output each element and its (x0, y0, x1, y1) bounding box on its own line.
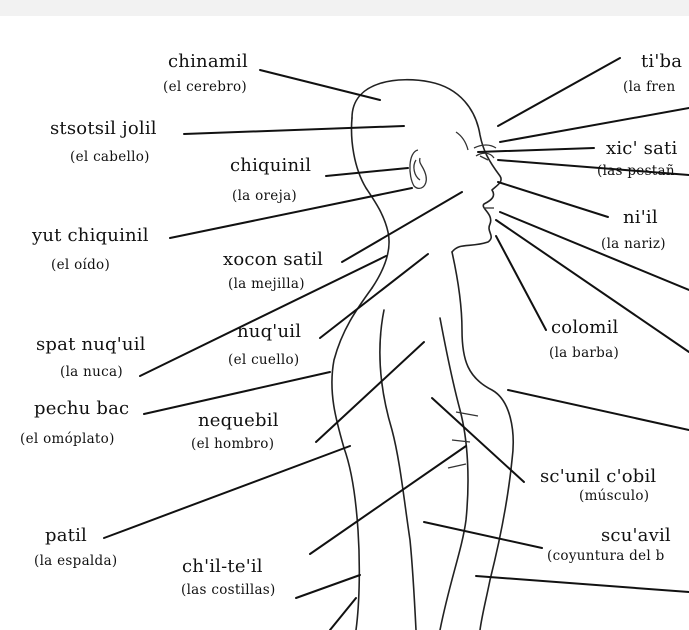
label-xic-gloss: (las pestañ (597, 163, 675, 179)
top-margin-band (0, 0, 689, 16)
pointer-nil (497, 181, 609, 218)
pointer-spat (139, 255, 387, 377)
pointer-scunil (431, 397, 525, 483)
arm-back (379, 309, 417, 630)
label-spat-term: spat nuq'uil (36, 334, 146, 355)
pointer-tiba-2 (499, 107, 689, 143)
label-stsotsil-term: stsotsil jolil (50, 118, 157, 139)
pointer-chil (309, 445, 467, 555)
pointer-lines (103, 57, 689, 630)
label-pechu-term: pechu bac (34, 398, 130, 419)
label-scunil-gloss: (músculo) (579, 488, 650, 504)
label-patil-gloss: (la espalda) (34, 553, 118, 569)
pointer-tiba (497, 57, 621, 127)
pointer-xic-2 (497, 159, 689, 176)
label-xocon-term: xocon satil (223, 249, 324, 270)
front-outline (451, 251, 514, 630)
label-nuquil-term: nuq'uil (237, 321, 302, 342)
pointer-chest (507, 389, 689, 431)
label-scuavil-gloss: (coyuntura del b (547, 548, 665, 564)
label-stsotsil-gloss: (el cabello) (70, 149, 150, 165)
label-xic-term: xic' sati (606, 138, 678, 159)
label-nequebil-gloss: (el hombro) (191, 436, 275, 452)
label-scunil-term: sc'unil c'obil (540, 466, 657, 487)
label-nil-term: ni'il (623, 207, 658, 228)
pointer-pechu (143, 371, 331, 415)
human-figure (331, 79, 514, 630)
pointer-scuavil (423, 521, 543, 549)
label-spat-gloss: (la nuca) (60, 364, 123, 380)
label-nuquil-gloss: (el cuello) (228, 352, 300, 368)
pointer-costillas (295, 574, 361, 599)
label-chinamil-term: chinamil (168, 51, 248, 72)
label-chil-gloss: (las costillas) (181, 582, 276, 598)
label-nil-gloss: (la nariz) (601, 236, 666, 252)
eye-detail (475, 152, 495, 161)
pointer-xic (477, 147, 595, 153)
pointer-patil (103, 445, 351, 539)
eyebrow-detail (473, 144, 497, 149)
label-yut-gloss: (el oído) (51, 257, 111, 273)
label-pechu-gloss: (el omóplato) (20, 431, 115, 447)
pointer-xocon (341, 191, 463, 263)
label-chil-term: ch'il-te'il (182, 556, 263, 577)
muscle-mark (447, 411, 479, 469)
label-colomil-term: colomil (551, 317, 619, 338)
arm-front (439, 317, 469, 630)
pointer-chinamil (259, 69, 381, 101)
hairline-detail (455, 131, 469, 151)
label-tiba-gloss: (la fren (623, 79, 676, 95)
pointer-nuquil (319, 253, 429, 339)
label-tiba-term: ti'ba (641, 51, 683, 72)
label-yut-term: yut chiquinil (32, 225, 149, 246)
pointer-lower (329, 597, 357, 630)
label-chiquinil-gloss: (la oreja) (232, 188, 297, 204)
label-chinamil-gloss: (el cerebro) (163, 79, 247, 95)
pointer-colomil (495, 235, 547, 331)
ear-detail (409, 149, 427, 190)
pointer-nequebil (315, 341, 425, 443)
head-outline (351, 79, 502, 253)
label-xocon-gloss: (la mejilla) (228, 276, 305, 292)
pointer-yut (169, 187, 413, 239)
label-colomil-gloss: (la barba) (549, 345, 620, 361)
label-patil-term: patil (45, 525, 88, 546)
back-of-head (350, 117, 390, 289)
pointer-chiquinil (325, 167, 409, 177)
pointer-stsotsil (183, 125, 405, 135)
pointer-mouth (499, 211, 689, 291)
pointer-hip (475, 575, 689, 593)
label-nequebil-term: nequebil (198, 410, 279, 431)
label-chiquinil-term: chiquinil (230, 155, 312, 176)
pointer-chin (495, 219, 689, 353)
ear-inner (413, 159, 421, 181)
label-scuavil-term: scu'avil (601, 525, 671, 546)
